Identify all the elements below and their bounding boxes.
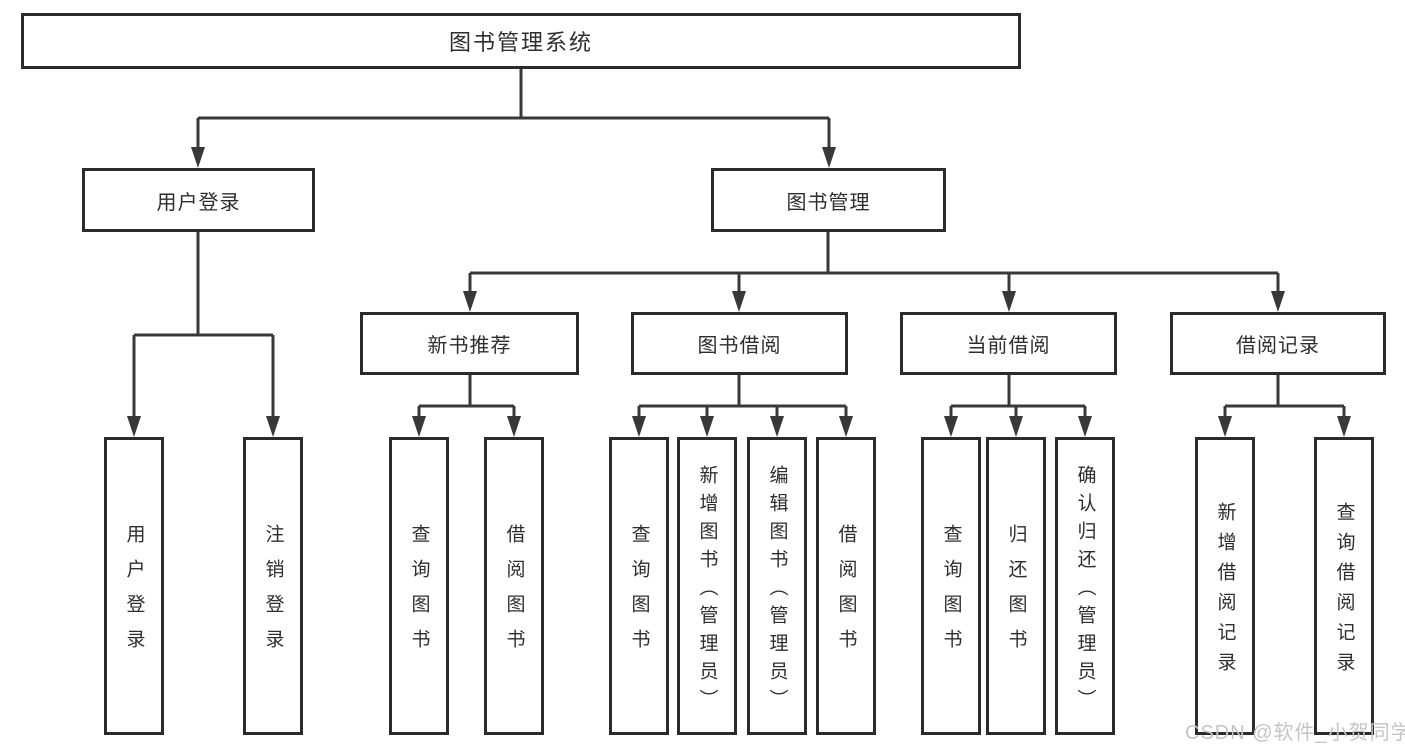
leaf-query-books-borrowing: 查询图书 (609, 437, 669, 735)
node-book-management: 图书管理 (711, 168, 946, 232)
node-label: 借阅记录 (1236, 335, 1320, 357)
node-label: 新书推荐 (427, 335, 512, 357)
leaf-confirm-return-admin: 确认归还（管理员） (1055, 437, 1115, 735)
arrowheads (127, 147, 1351, 437)
node-label: 用户登录 (123, 524, 145, 664)
connector-paths (132, 69, 1346, 421)
node-new-book-recommendation: 新书推荐 (360, 312, 579, 375)
leaf-borrow-books: 借阅图书 (816, 437, 876, 735)
node-label: 借阅图书 (835, 524, 857, 664)
node-label: 确认归还（管理员） (1074, 464, 1096, 717)
node-label: 用户登录 (156, 191, 241, 214)
leaf-borrow-books-recommend: 借阅图书 (484, 437, 544, 735)
leaf-query-borrow-record: 查询借阅记录 (1314, 437, 1374, 735)
leaf-add-borrow-record: 新增借阅记录 (1195, 437, 1255, 735)
leaf-edit-book-admin: 编辑图书（管理员） (747, 437, 807, 735)
node-book-borrowing: 图书借阅 (631, 312, 848, 375)
node-label: 新增图书（管理员） (696, 464, 718, 717)
node-label: 图书管理系统 (448, 30, 593, 55)
node-label: 编辑图书（管理员） (766, 464, 788, 717)
node-label: 当前借阅 (966, 335, 1051, 357)
node-label: 新增借阅记录 (1214, 501, 1236, 682)
leaf-query-books-current: 查询图书 (921, 437, 981, 735)
node-label: 借阅图书 (503, 524, 525, 664)
csdn-watermark: CSDN @软件_小贺同学 (1185, 722, 1405, 744)
node-label: 图书借阅 (697, 335, 782, 357)
node-label: 注销登录 (262, 524, 284, 664)
node-current-borrowing: 当前借阅 (900, 312, 1117, 375)
leaf-logout: 注销登录 (243, 437, 303, 735)
node-root-library-management-system: 图书管理系统 (21, 13, 1021, 69)
node-label: 图书管理 (786, 191, 871, 214)
node-label: 查询借阅记录 (1333, 501, 1355, 682)
leaf-query-books-recommend: 查询图书 (389, 437, 449, 735)
node-user-login: 用户登录 (82, 168, 315, 232)
node-label: 查询图书 (408, 524, 430, 664)
node-borrowing-records: 借阅记录 (1170, 312, 1386, 375)
leaf-add-book-admin: 新增图书（管理员） (677, 437, 737, 735)
node-label: 归还图书 (1005, 524, 1027, 664)
leaf-return-book: 归还图书 (986, 437, 1046, 735)
node-label: 查询图书 (940, 524, 962, 664)
node-label: 查询图书 (628, 524, 650, 664)
leaf-user-login: 用户登录 (104, 437, 164, 735)
